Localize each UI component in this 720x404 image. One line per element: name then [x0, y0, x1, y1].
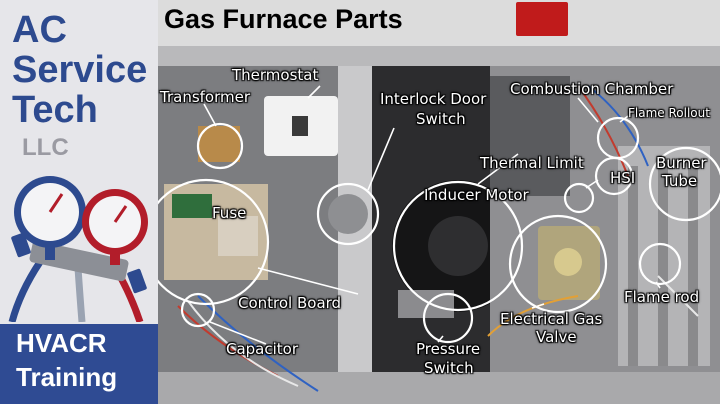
hvacr-training-band: HVACR Training — [0, 324, 158, 404]
title-bar — [158, 0, 720, 46]
label-interlock-2: Switch — [416, 110, 466, 128]
callout-circle-rollout — [596, 116, 640, 160]
label-control-board: Control Board — [238, 294, 342, 312]
callout-circle-gasvalve — [508, 214, 608, 314]
label-fuse: Fuse — [212, 204, 247, 222]
brand-line-ac: AC — [12, 9, 67, 51]
brand-line-service: Service — [12, 49, 148, 91]
label-flame-rollout: Flame Rollout — [628, 106, 710, 120]
manifold-gauges-icon — [8, 176, 148, 322]
brand-line-tech: Tech — [12, 89, 98, 131]
label-thermostat: Thermostat — [232, 66, 319, 84]
label-combustion: Combustion Chamber — [510, 80, 674, 98]
callout-circle-interlock — [316, 182, 380, 246]
furnace-photo — [158, 46, 720, 404]
brand-line-llc: LLC — [22, 134, 69, 161]
label-burner-1: Burner — [656, 154, 707, 172]
label-flame-rod: Flame rod — [624, 288, 700, 306]
brand-panel: AC Service Tech LLC HVACR Training — [0, 0, 158, 404]
callout-circle-fuse — [158, 178, 270, 306]
callout-circle-capacitor — [180, 292, 216, 328]
label-pressure-1: Pressure — [416, 340, 481, 358]
callout-circle-pressure — [422, 292, 474, 344]
callout-circle-thermal — [563, 182, 595, 214]
callout-circle-flamerod — [638, 242, 682, 286]
label-thermal-limit: Thermal Limit — [480, 154, 584, 172]
label-transformer: Transformer — [160, 88, 251, 106]
band-line-training: Training — [16, 362, 118, 392]
callout-circle-transformer — [196, 122, 244, 170]
label-interlock-1: Interlock Door — [380, 90, 487, 108]
label-inducer-motor: Inducer Motor — [424, 186, 529, 204]
label-hsi: HSI — [610, 169, 636, 187]
label-gas-valve-1: Electrical Gas — [500, 310, 603, 328]
warning-sticker — [516, 2, 568, 36]
callout-circle-inducer — [392, 180, 524, 312]
band-line-hvacr: HVACR — [16, 328, 107, 358]
label-capacitor: Capacitor — [226, 340, 299, 358]
callout-circle-burner — [648, 146, 720, 222]
label-burner-2: Tube — [662, 172, 698, 190]
page-title: Gas Furnace Parts — [164, 4, 403, 34]
label-gas-valve-2: Valve — [536, 328, 577, 346]
label-pressure-2: Switch — [424, 359, 474, 377]
